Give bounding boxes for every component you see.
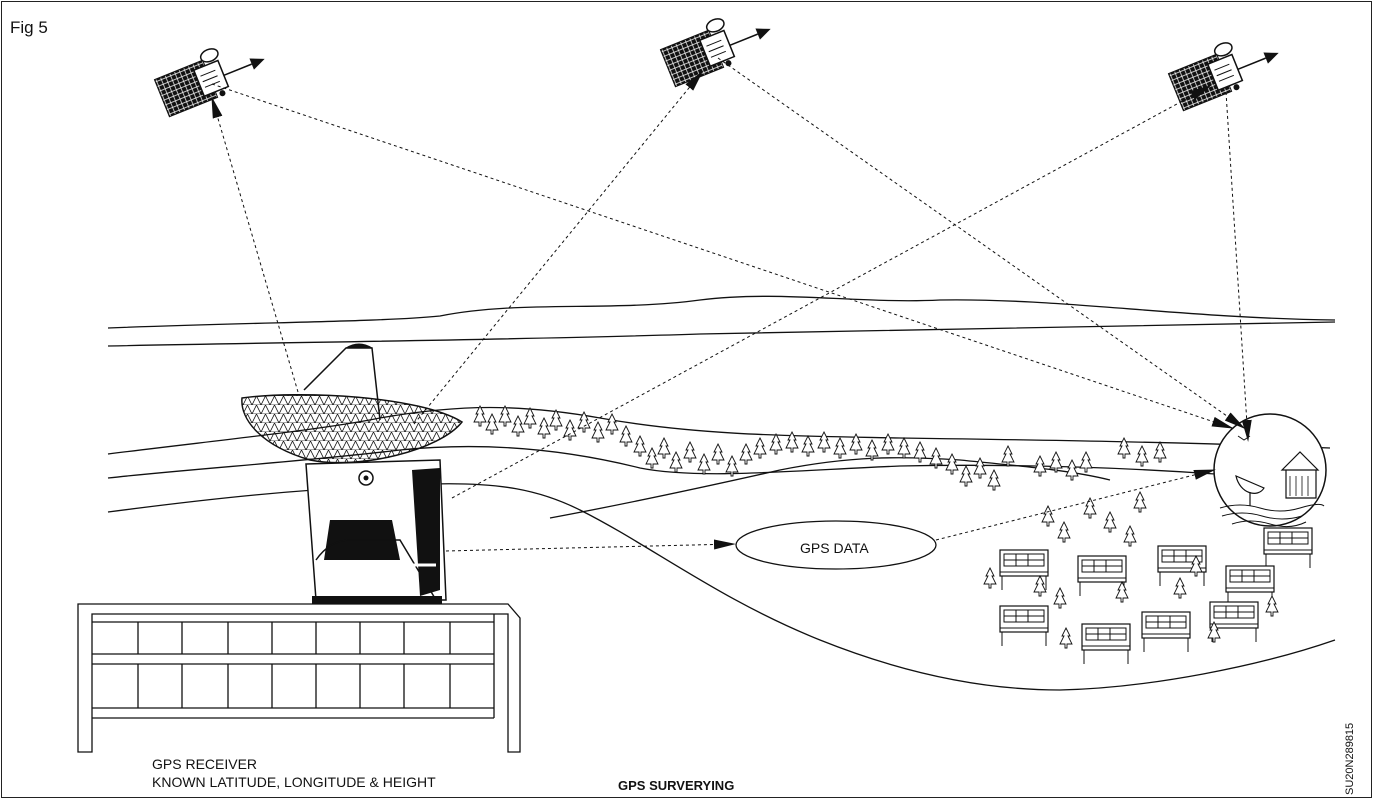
satellite-left-icon	[151, 31, 271, 118]
survey-station-inset	[1214, 414, 1326, 527]
figure-caption: GPS SURVERYING	[618, 778, 734, 793]
receiver-description: KNOWN LATITUDE, LONGITUDE & HEIGHT	[152, 774, 436, 790]
forest-band	[474, 406, 1166, 490]
drawing-code: SU20N289815	[1344, 723, 1356, 795]
gps-data-label: GPS DATA	[800, 540, 869, 556]
gps-receiver-antenna	[242, 344, 462, 604]
satellite-center-icon	[657, 1, 777, 88]
satellite-right-icon	[1165, 25, 1285, 112]
receiver-title: GPS RECEIVER	[152, 756, 257, 772]
figure-label: Fig 5	[10, 18, 48, 38]
receiver-base	[78, 604, 520, 752]
